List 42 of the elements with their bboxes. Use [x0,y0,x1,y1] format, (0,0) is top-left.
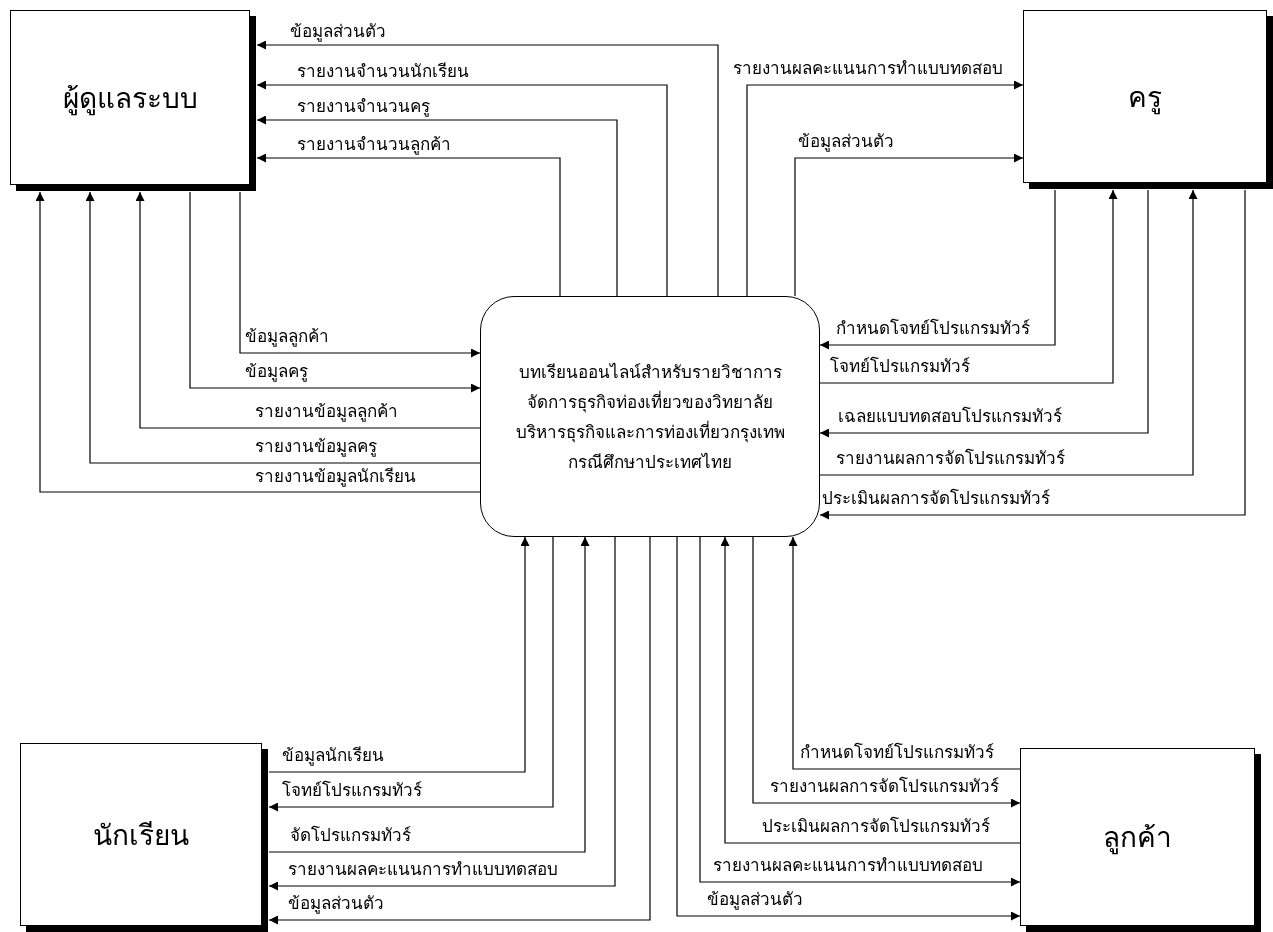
arrow [819,189,1149,438]
edge-label: ข้อมูลส่วนตัว [290,20,386,42]
edge-label: รายงานผลการจัดโปรแกรมทัวร์ [770,775,999,797]
arrow [746,80,1024,297]
edge-label: จัดโปรแกรมทัวร์ [290,824,411,846]
edge-label: ข้อมูลนักเรียน [282,744,384,766]
edge-label: ข้อมูลส่วนตัว [798,130,894,152]
arrow [794,153,1024,297]
arrow [189,191,481,393]
edge-label: รายงานจำนวนนักเรียน [297,60,469,82]
arrow [819,189,1056,350]
edge-label: โจทย์โปรแกรมทัวร์ [282,779,422,801]
edge-label: ประเมินผลการจัดโปรแกรมทัวร์ [822,487,1050,509]
arrow [268,536,590,853]
edge-label: ข้อมูลส่วนตัว [288,892,384,914]
edge-label: ข้อมูลครู [245,360,308,382]
arrow [788,536,1021,770]
arrow [819,189,1118,384]
edge-label: โจทย์โปรแกรมทัวร์ [830,355,970,377]
edge-label: รายงานผลการจัดโปรแกรมทัวร์ [836,447,1065,469]
edge-label: รายงานจำนวนครู [297,95,430,117]
arrow [239,191,481,358]
arrow [268,536,554,812]
edge-label: ประเมินผลการจัดโปรแกรมทัวร์ [762,815,990,837]
arrow [819,189,1246,520]
edge-label: เฉลยแบบทดสอบโปรแกรมทัวร์ [838,405,1062,427]
arrow [819,189,1198,476]
edge-label: รายงานข้อมูลครู [255,435,377,457]
edge-label: รายงานผลคะแนนการทำแบบทดสอบ [733,57,1003,79]
edge-label: ข้อมูลส่วนตัว [707,888,803,910]
edge-label: กำหนดโจทย์โปรแกรมทัวร์ [836,317,1030,339]
edge-label: รายงานจำนวนลูกค้า [297,133,451,155]
edge-label: กำหนดโจทย์โปรแกรมทัวร์ [800,741,994,763]
arrow [752,536,1021,808]
edge-label: รายงานข้อมูลลูกค้า [255,400,398,422]
edge-label: รายงานผลคะแนนการทำแบบทดสอบ [288,858,558,880]
edge-label: รายงานผลคะแนนการทำแบบทดสอบ [713,854,983,876]
edge-label: ข้อมูลลูกค้า [245,325,329,347]
arrow [720,536,1021,844]
edge-label: รายงานข้อมูลนักเรียน [255,465,416,487]
process-box: บทเรียนออนไลน์สำหรับรายวิชาการจัดการธุรกิจท่องเที่ยวของวิทยาลัยบริหารธุรกิจและการท่องเที่ยวกรุงเทพกรณีศึกษาประเทศไทย [480,296,820,537]
arrow [268,536,530,773]
